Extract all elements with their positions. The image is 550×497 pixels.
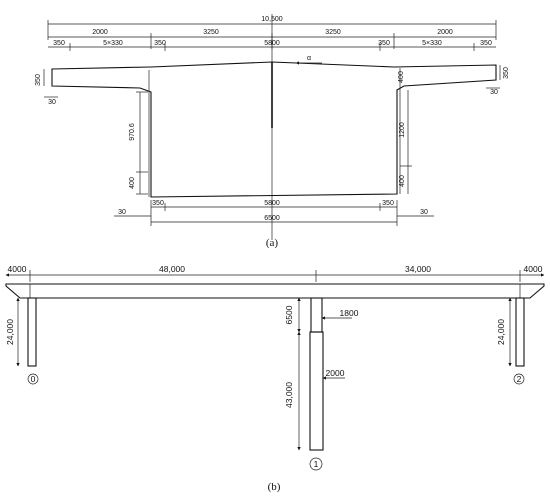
- caption-b: (b): [268, 481, 281, 493]
- left-offset: 30: [48, 99, 56, 106]
- right-ribs-label: 5×330: [422, 40, 442, 47]
- bottom-right-haunch: 400: [399, 175, 406, 187]
- bottom-dimension-row: 350 5800 350 30 30 6500: [114, 200, 434, 226]
- segment-label: 2000: [92, 29, 108, 36]
- web-height-left: 970.6: [129, 123, 136, 141]
- pier-label-1: 1: [314, 459, 319, 469]
- mid-right-web-label: 350: [378, 40, 390, 47]
- span-label: 4000: [8, 264, 27, 274]
- mid-upper-width: 1800: [340, 308, 359, 318]
- span-label: 4000: [524, 264, 543, 274]
- slope-label: α: [307, 55, 311, 62]
- segment-label: 3250: [325, 29, 341, 36]
- right-cantilever-depth: 350: [503, 67, 510, 79]
- pier-label-2: 2: [517, 374, 522, 384]
- right-pier: [515, 297, 525, 367]
- span-label: 48,000: [159, 264, 185, 274]
- bridge-elevation: 4000 48,000 34,000 4000 24,000 0 6500 43…: [5, 264, 545, 493]
- span-label: 34,000: [405, 264, 431, 274]
- web-height-right: 1200: [399, 122, 406, 138]
- box-girder-outline: [51, 61, 497, 198]
- pier-label-0: 0: [31, 374, 36, 384]
- mid-left-web-label: 350: [154, 40, 166, 47]
- span-dimension-row: 4000 48,000 34,000 4000: [5, 264, 545, 282]
- mid-pier-lower: [309, 331, 324, 451]
- bottom-segment-label: 5800: [264, 200, 280, 207]
- left-pier: [27, 297, 37, 367]
- left-ribs-label: 5×330: [103, 40, 123, 47]
- bottom-offset-left: 30: [118, 209, 126, 216]
- mid-pier-upper: [310, 297, 323, 333]
- bridge-deck: [5, 283, 545, 299]
- mid-lower-height: 43,000: [284, 382, 294, 408]
- bottom-left-haunch: 400: [129, 177, 136, 189]
- segment-label: 2000: [437, 29, 453, 36]
- left-web-label: 350: [53, 40, 65, 47]
- mid-lower-width: 2000: [326, 368, 345, 378]
- caption-a: (a): [266, 237, 279, 249]
- right-offset: 30: [490, 89, 498, 96]
- right-pier-height: 24,000: [496, 319, 506, 345]
- segment-label: 3250: [203, 29, 219, 36]
- bottom-segment-label: 350: [382, 200, 394, 207]
- cross-section: 10,500 2000 3250 3250 2000 350 5×330 350…: [35, 14, 510, 249]
- right-web-label: 350: [480, 40, 492, 47]
- bottom-offset-right: 30: [420, 209, 428, 216]
- slope-indicator: α: [295, 55, 322, 65]
- left-cantilever-depth: 350: [35, 74, 42, 86]
- left-pier-height: 24,000: [5, 319, 15, 345]
- right-haunch: 400: [398, 71, 405, 83]
- bottom-segment-label: 350: [152, 200, 164, 207]
- bottom-total-label: 6500: [264, 215, 280, 222]
- mid-upper-height: 6500: [284, 305, 294, 324]
